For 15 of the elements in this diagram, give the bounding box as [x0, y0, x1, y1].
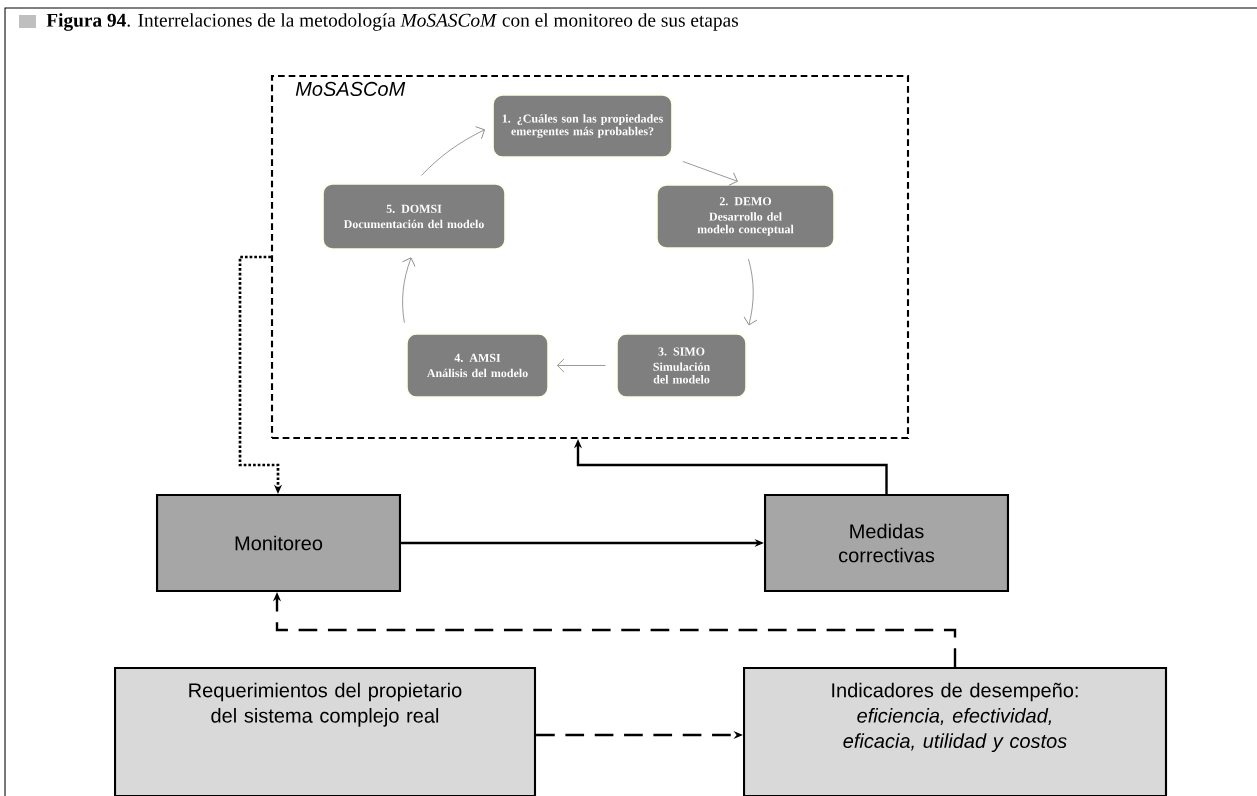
- figure-caption: Figura 94. Interrelaciones de la metodología MoSASCoM con el monitoreo de sus etapas: [46, 13, 738, 31]
- step-box: 2. DEMO Desarrollo del modelo conceptual: [656, 184, 835, 249]
- step-box: 1. ¿Cuáles son las propiedades emergentes más probables?: [492, 94, 673, 158]
- arrow: [402, 257, 416, 324]
- process-box: Indicadores de desempeño: eficiencia, efectividad, eficacia, utilidad y costos: [742, 666, 1168, 796]
- step-box: 5. DOMSI Documentación del modelo: [322, 183, 506, 250]
- arrow: [682, 161, 738, 186]
- process-box: Monitoreo: [155, 493, 402, 593]
- process-box: Medidas correctivas: [763, 493, 1010, 593]
- step-box: 3. SIMO Simulación del modelo: [616, 333, 747, 398]
- step-box: 4. AMSI Análisis del modelo: [406, 333, 549, 398]
- arrow: [743, 258, 758, 326]
- arrow: [557, 358, 606, 373]
- process-box: Requerimientos del propietario del sistema complejo real: [113, 666, 537, 796]
- arrow: [421, 126, 485, 176]
